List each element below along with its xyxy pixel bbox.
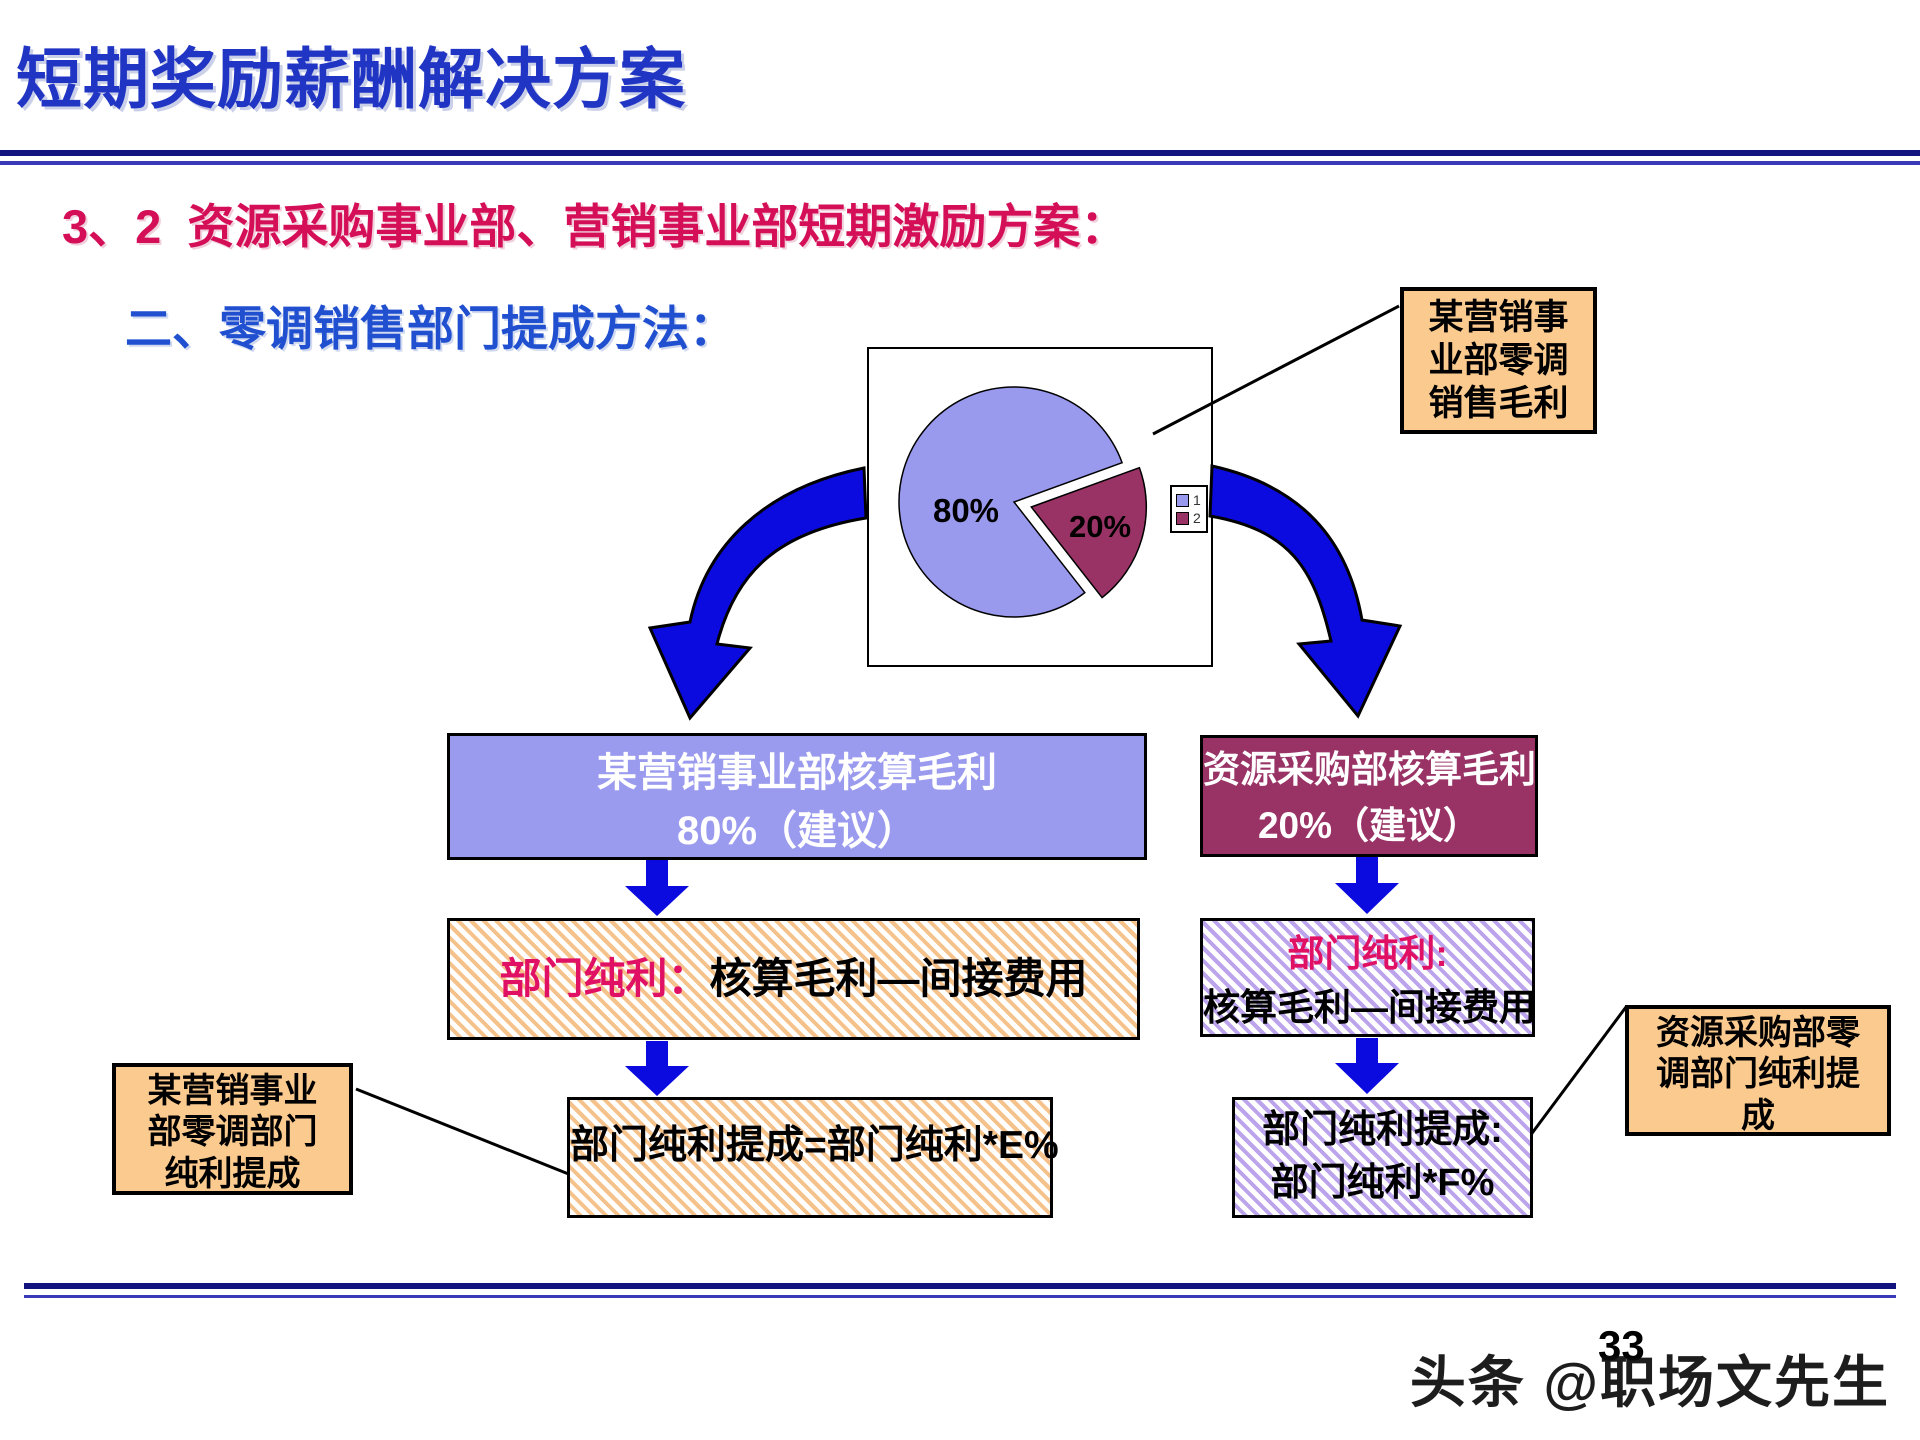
right-callout-line3: 成	[1741, 1096, 1775, 1135]
commission-box-marketing: 部门纯利提成=部门纯利*E%	[567, 1097, 1059, 1218]
gross-margin-box-marketing: 某营销事业部核算毛利 80%（建议）	[447, 733, 1147, 860]
legend-item-2: 2	[1176, 509, 1204, 527]
top-rule-thin	[0, 161, 1920, 165]
left-callout-line2: 部零调部门	[147, 1113, 318, 1152]
pie-value-label-80: 80%	[933, 492, 999, 529]
down-arrow-left-1	[625, 860, 689, 916]
net-profit-box-procurement: 部门纯利: 核算毛利—间接费用	[1200, 918, 1535, 1037]
right-callout-line2: 调部门纯利提	[1656, 1055, 1860, 1094]
gross-right-line2: 20%（建议）	[1257, 804, 1481, 846]
net-left-label: 部门纯利：	[499, 955, 710, 1002]
top-rule-thick	[0, 150, 1920, 156]
pie-chart: 80% 20%	[898, 386, 1148, 618]
gross-left-line2: 80%（建议）	[676, 809, 918, 853]
slide-title: 短期奖励薪酬解决方案	[16, 42, 686, 116]
gross-left-line1: 某营销事业部核算毛利	[597, 751, 997, 795]
pie-legend: 1 2	[1170, 485, 1208, 533]
left-callout-line3: 纯利提成	[164, 1154, 301, 1193]
right-callout-box: 资源采购部零 调部门纯利提 成	[1625, 1005, 1891, 1136]
section-heading: 3、2 资源采购事业部、营销事业部短期激励方案：	[62, 200, 1128, 253]
down-arrow-left-2	[625, 1041, 689, 1096]
net-right-label: 部门纯利:	[1287, 933, 1448, 974]
gross-margin-box-procurement: 资源采购部核算毛利 20%（建议）	[1200, 735, 1538, 857]
pie-callout-line3: 销售毛利	[1428, 384, 1569, 424]
page-number: 33	[1598, 1322, 1645, 1369]
legend-swatch-2-icon	[1176, 511, 1189, 525]
down-arrow-right-1	[1335, 857, 1399, 914]
left-callout-line1: 某营销事业	[147, 1072, 318, 1110]
legend-swatch-1-icon	[1176, 493, 1189, 507]
commission-box-procurement: 部门纯利提成: 部门纯利*F%	[1232, 1097, 1533, 1218]
left-callout-box: 某营销事业 部零调部门 纯利提成	[112, 1063, 353, 1195]
pie-slice-20	[1030, 466, 1148, 599]
net-right-formula: 核算毛利—间接费用	[1203, 986, 1535, 1028]
callout-line-left	[355, 1087, 602, 1189]
pie-callout-box: 某营销事 业部零调 销售毛利	[1400, 287, 1597, 434]
legend-label-2: 2	[1193, 510, 1201, 526]
pie-value-label-20: 20%	[1069, 509, 1131, 544]
legend-label-1: 1	[1193, 492, 1201, 508]
pie-callout-line1: 某营销事	[1428, 298, 1569, 337]
comm-left-line1: 部门纯利提成=部门纯利*E%	[570, 1124, 1059, 1167]
right-callout-line1: 资源采购部零	[1656, 1014, 1860, 1052]
comm-right-line1: 部门纯利提成:	[1262, 1109, 1503, 1151]
curved-arrow-right	[1208, 464, 1403, 719]
curved-arrow-left	[647, 466, 868, 721]
bottom-rule-thick	[24, 1283, 1896, 1289]
sub-heading: 二、零调销售部门提成方法：	[125, 302, 736, 355]
net-profit-box-marketing: 部门纯利：核算毛利—间接费用	[447, 918, 1140, 1040]
watermark: 头条 @职场文先生	[1409, 1351, 1890, 1414]
legend-item-1: 1	[1176, 491, 1204, 509]
pie-slice-80	[898, 386, 1124, 618]
gross-right-line1: 资源采购部核算毛利	[1203, 749, 1536, 790]
comm-right-line2: 部门纯利*F%	[1270, 1162, 1495, 1205]
pie-callout-line2: 业部零调	[1428, 341, 1569, 381]
net-left-formula: 核算毛利—间接费用	[709, 955, 1088, 1002]
pie-chart-panel: 80% 20% 1 2	[867, 347, 1213, 667]
bottom-rule-thin	[24, 1295, 1896, 1298]
down-arrow-right-2	[1335, 1038, 1399, 1094]
